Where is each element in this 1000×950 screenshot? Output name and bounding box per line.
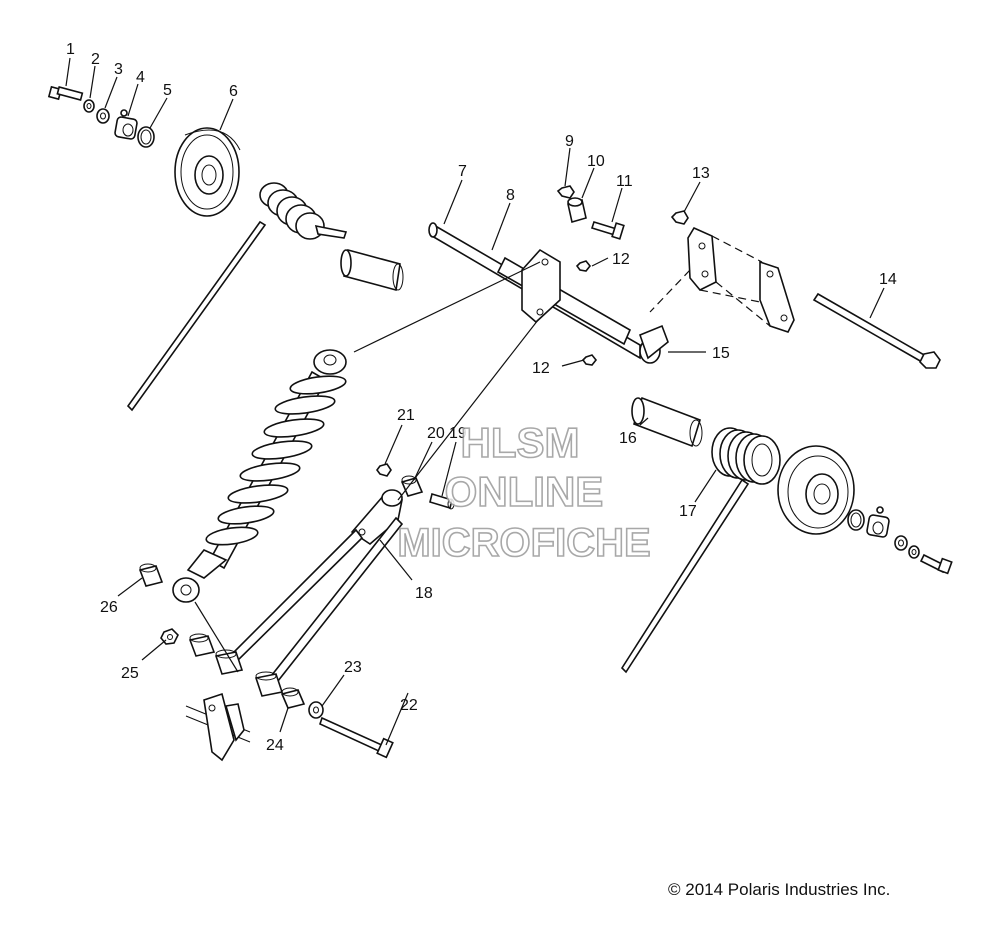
- long-bolt-part-22: [319, 716, 394, 759]
- bushing-sleeve-left: [340, 248, 404, 292]
- callout-23: 23: [344, 659, 362, 676]
- bracket-left: [687, 226, 717, 291]
- callout-1: 1: [66, 41, 75, 58]
- callout-9: 9: [565, 133, 574, 150]
- shaft-tube-part-8: [496, 256, 632, 346]
- fitting-right: [866, 506, 890, 538]
- washer-part-3: [96, 108, 110, 124]
- callout-18: 18: [415, 585, 433, 602]
- bracket-right: [759, 260, 795, 333]
- callout-19: 19: [449, 425, 467, 442]
- callout-16: 16: [619, 430, 637, 447]
- idler-wheel-right: [777, 445, 855, 535]
- lower-mount-bracket: [185, 692, 251, 762]
- nut-part-12-lower: [581, 354, 598, 366]
- spacer-part-24: [280, 687, 306, 709]
- fitting-part-4: [114, 109, 138, 140]
- washers-right: [894, 535, 920, 559]
- callout-13: 13: [692, 165, 710, 182]
- bushing-part-26: [138, 563, 164, 587]
- callout-8: 8: [506, 187, 515, 204]
- dashed-assembly-lines: [649, 235, 771, 327]
- callout-2: 2: [91, 51, 100, 68]
- callout-5: 5: [163, 82, 172, 99]
- callout-26: 26: [100, 599, 118, 616]
- callout-4: 4: [136, 69, 145, 86]
- washer-part-2: [83, 99, 95, 113]
- callout-22: 22: [400, 697, 418, 714]
- callout-10: 10: [587, 153, 605, 170]
- torsion-spring-left: [126, 182, 348, 412]
- callout-7: 7: [458, 163, 467, 180]
- callout-20: 20: [427, 425, 445, 442]
- o-ring-part-5: [137, 126, 155, 148]
- copyright-notice: © 2014 Polaris Industries Inc.: [668, 880, 891, 899]
- watermark-line-2: ONLINE: [445, 468, 604, 515]
- spacer-part-20: [400, 475, 424, 497]
- callout-25: 25: [121, 665, 139, 682]
- bolt-part-1: [47, 85, 84, 101]
- callout-14: 14: [879, 271, 897, 288]
- watermark: HLSM ONLINE MICROFICHE: [397, 418, 652, 566]
- watermark-line-1: HLSM: [461, 419, 580, 466]
- o-ring-right: [847, 509, 865, 531]
- shock-absorber: [172, 349, 347, 603]
- spacer-part-10: [567, 197, 587, 224]
- nut-part-21: [376, 463, 392, 477]
- bolt-part-11: [590, 221, 625, 240]
- nut-part-12-upper: [575, 260, 592, 272]
- watermark-line-3: MICROFICHE: [397, 521, 650, 565]
- bolt-right: [919, 553, 953, 575]
- idler-wheel-part-6: [174, 127, 241, 217]
- callout-15: 15: [712, 345, 730, 362]
- callout-21: 21: [397, 407, 415, 424]
- bushing-part-19: [429, 492, 455, 510]
- bushing-sleeve-part-16: [631, 396, 703, 448]
- callout-12a: 12: [612, 251, 630, 268]
- callout-3: 3: [114, 61, 123, 78]
- callout-11: 11: [616, 173, 633, 190]
- callout-labels: 1 2 3 4 5 6 7 8 9 10 11 12 12 13 14 15 1…: [66, 41, 897, 754]
- callout-17: 17: [679, 503, 697, 520]
- nut-part-9: [556, 185, 575, 199]
- long-bolt-part-14: [812, 292, 941, 369]
- leader-lines: [65, 57, 885, 746]
- washer-part-23: [308, 701, 324, 719]
- nut-part-13: [670, 210, 689, 225]
- callout-6: 6: [229, 83, 238, 100]
- callout-24: 24: [266, 737, 284, 754]
- torsion-spring-part-17: [620, 427, 781, 674]
- callout-12b: 12: [532, 360, 550, 377]
- mount-plate: [521, 248, 669, 360]
- bushing-pair-left: [188, 633, 284, 697]
